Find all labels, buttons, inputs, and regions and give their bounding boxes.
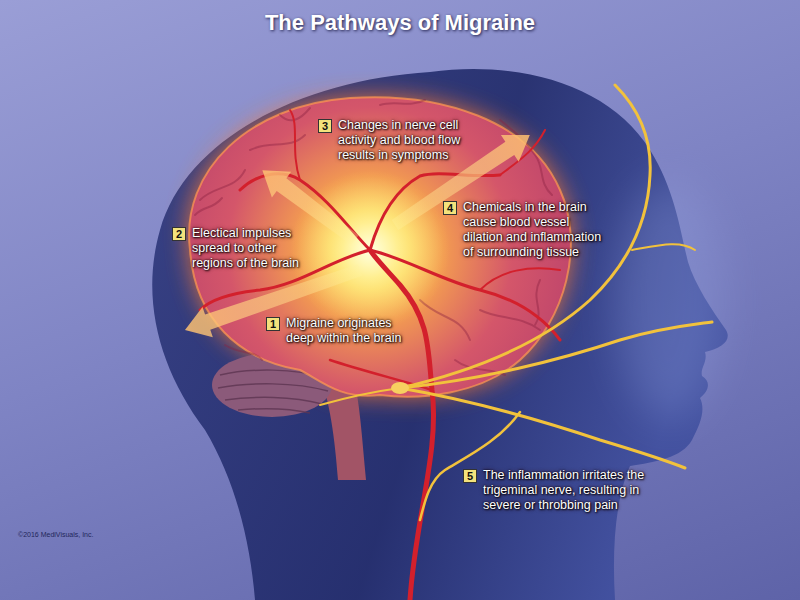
callout: 5 The inflammation irritates the trigemin… [463,468,675,515]
callout: 1 Migraine originates deep within the bra… [266,316,418,348]
callout: 3 Changes in nerve cell activity and bloo… [318,118,490,165]
head-silhouette [152,69,728,600]
face-highlight [615,180,725,420]
callout-text: Chemicals in the brain cause blood vesse… [463,200,608,260]
callout-number: 3 [318,119,332,133]
callout: 2 Electical impulses spread to other regi… [172,226,319,273]
callout-number: 5 [463,469,477,483]
callout-text: The inflammation irritates the trigemina… [483,468,673,513]
callout-number: 2 [172,227,186,241]
callout-number: 4 [443,201,457,215]
callout-number: 1 [266,317,280,331]
trigeminal-nerve [320,85,712,520]
diagram-title: The Pathways of Migraine [0,10,800,36]
trigeminal-ganglion [391,382,409,394]
callout-text: Changes in nerve cell activity and blood… [338,118,488,163]
callout-text: Electical impulses spread to other regio… [192,226,317,271]
copyright-note: ©2016 MediVisuals, Inc. [18,531,93,539]
callout: 4 Chemicals in the brain cause blood vess… [443,200,610,262]
callout-text: Migraine originates deep within the brai… [286,316,416,346]
